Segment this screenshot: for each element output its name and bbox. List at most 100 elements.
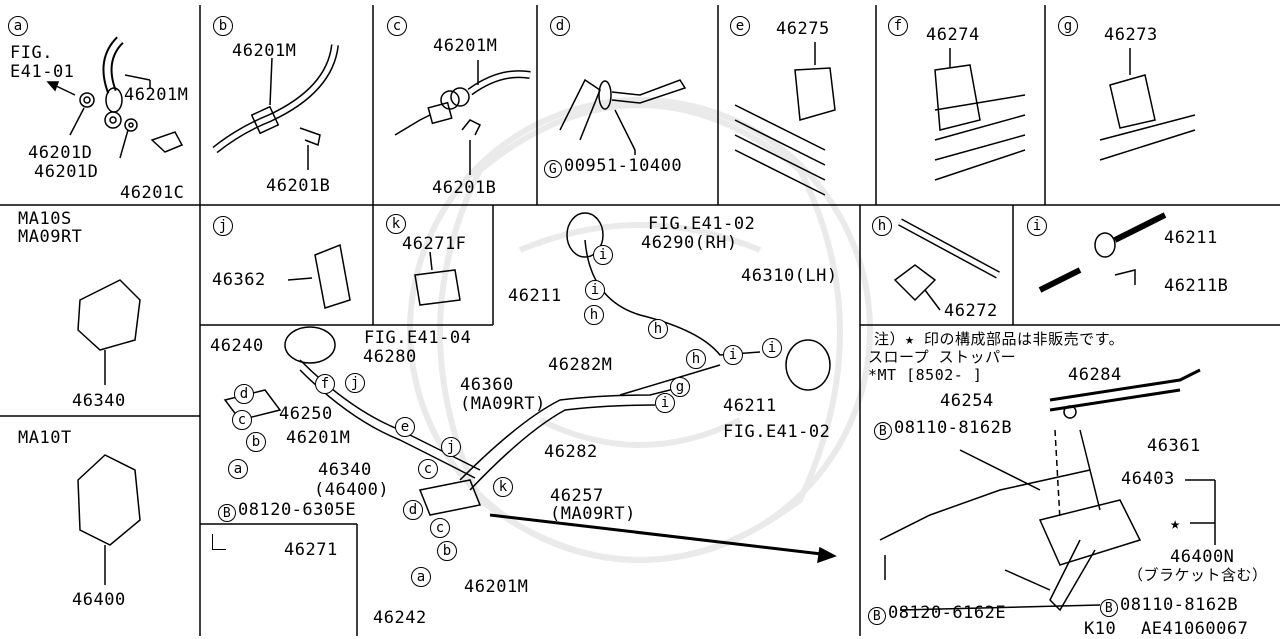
part-46250: 46250 xyxy=(279,404,333,424)
callout-h: h xyxy=(648,319,668,339)
ma10t-body xyxy=(77,454,141,585)
callout-i: i xyxy=(593,245,613,265)
part-46340-main: 46340 xyxy=(318,460,372,480)
part-number: 08120-6162E xyxy=(888,603,1007,623)
label-ma10s: MA10S xyxy=(18,209,72,229)
part-46201c: 46201C xyxy=(120,183,185,203)
panel-f-drawing xyxy=(934,48,1026,181)
part-46240: 46240 xyxy=(210,336,264,356)
part-46211-i: 46211 xyxy=(1164,228,1218,248)
part-46242: 46242 xyxy=(373,608,427,628)
part-46201b-b: 46201B xyxy=(266,176,331,196)
part-46362: 46362 xyxy=(212,270,266,290)
part-46201m-bottom: 46201M xyxy=(464,577,529,597)
circled-b: B xyxy=(218,504,236,522)
fig-ref-e41-01: E41-01 xyxy=(10,62,75,82)
callout-c: c xyxy=(232,410,252,430)
part-46201m-b: 46201M xyxy=(232,41,297,61)
part-46211-main-b: 46211 xyxy=(723,396,777,416)
part-46360-note: (MA09RT) xyxy=(460,394,546,414)
footer-k10: K10 xyxy=(1084,619,1117,639)
callout-b: b xyxy=(437,541,457,561)
circled-g: G xyxy=(544,160,562,178)
part-46360: 46360 xyxy=(460,375,514,395)
part-46361: 46361 xyxy=(1147,436,1201,456)
part-number: 08120-6305E xyxy=(238,500,357,520)
panel-c-drawing xyxy=(394,60,531,175)
part-46201m-main: 46201M xyxy=(286,428,351,448)
panel-h-letter: h xyxy=(872,216,892,236)
part-46257: 46257 xyxy=(550,486,604,506)
part-46272: 46272 xyxy=(944,301,998,321)
part-46340-left: 46340 xyxy=(72,391,126,411)
circled-b: B xyxy=(868,607,886,625)
star-mark: ★ xyxy=(1170,514,1181,534)
part-46201d-2: 46201D xyxy=(34,162,99,182)
ma10s-body xyxy=(77,279,141,385)
part-46274: 46274 xyxy=(926,25,980,45)
part-46271: 46271 xyxy=(284,540,338,560)
panel-i-drawing xyxy=(1038,212,1167,293)
callout-h: h xyxy=(686,349,706,369)
panel-j-drawing xyxy=(287,243,351,309)
panel-k-drawing xyxy=(414,251,461,306)
watermark-emblem xyxy=(407,97,873,563)
part-46400-main: (46400) xyxy=(314,480,390,500)
callout-a: a xyxy=(411,567,431,587)
part-46211b: 46211B xyxy=(1164,276,1229,296)
panel-grid xyxy=(0,5,1280,636)
panel-i-letter: i xyxy=(1027,216,1047,236)
part-46211-main-a: 46211 xyxy=(508,286,562,306)
panel-g-drawing xyxy=(1099,48,1196,161)
callout-i: i xyxy=(762,338,782,358)
circled-b: B xyxy=(1100,599,1118,617)
panel-a-letter: a xyxy=(8,16,28,36)
part-46280: 46280 xyxy=(363,347,417,367)
panel-e-letter: e xyxy=(730,16,750,36)
part-46201b-c: 46201B xyxy=(432,178,497,198)
part-46275: 46275 xyxy=(776,19,830,39)
part-46290-rh: 46290(RH) xyxy=(641,233,738,253)
part-number: 00951-10400 xyxy=(564,156,683,176)
circled-b: B xyxy=(874,422,892,440)
panel-l-letter xyxy=(212,534,226,550)
panel-c-letter: c xyxy=(387,16,407,36)
callout-b: b xyxy=(246,432,266,452)
callout-j: j xyxy=(441,437,461,457)
part-46201m-c: 46201M xyxy=(433,36,498,56)
part-46284: 46284 xyxy=(1068,365,1122,385)
callout-f: f xyxy=(315,374,335,394)
callout-g: g xyxy=(670,377,690,397)
panel-b-drawing xyxy=(212,44,339,170)
callout-i: i xyxy=(723,345,743,365)
fig-e41-02-top: FIG.E41-02 xyxy=(648,214,756,234)
callout-a: a xyxy=(228,459,248,479)
part-46201m-a: 46201M xyxy=(124,85,189,105)
panel-h-drawing xyxy=(893,218,1000,311)
label-ma10t: MA10T xyxy=(18,428,72,448)
callout-i: i xyxy=(655,393,675,413)
panel-f-letter: f xyxy=(888,16,908,36)
panel-e-drawing xyxy=(734,42,836,196)
part-46400n: 46400N xyxy=(1170,547,1235,567)
callout-j: j xyxy=(345,373,365,393)
part-46282: 46282 xyxy=(544,442,598,462)
panel-d-letter: d xyxy=(550,16,570,36)
part-46257-note: (MA09RT) xyxy=(550,504,636,524)
note-not-for-sale: 注）★ 印の構成部品は非販売です。 xyxy=(874,330,1125,348)
part-46282m: 46282M xyxy=(548,355,613,375)
label-mt: *MT [8502- ] xyxy=(868,366,983,384)
callout-k: k xyxy=(493,477,513,497)
part-number: 08110-8162B xyxy=(894,418,1013,438)
label-slope-stopper: スロープ ストッパー xyxy=(868,348,1017,366)
fig-e41-04: FIG.E41-04 xyxy=(364,328,472,348)
callout-c: c xyxy=(418,459,438,479)
part-46403: 46403 xyxy=(1121,469,1175,489)
part-number: 08110-8162B xyxy=(1120,595,1239,615)
panel-k-letter: k xyxy=(386,214,406,234)
